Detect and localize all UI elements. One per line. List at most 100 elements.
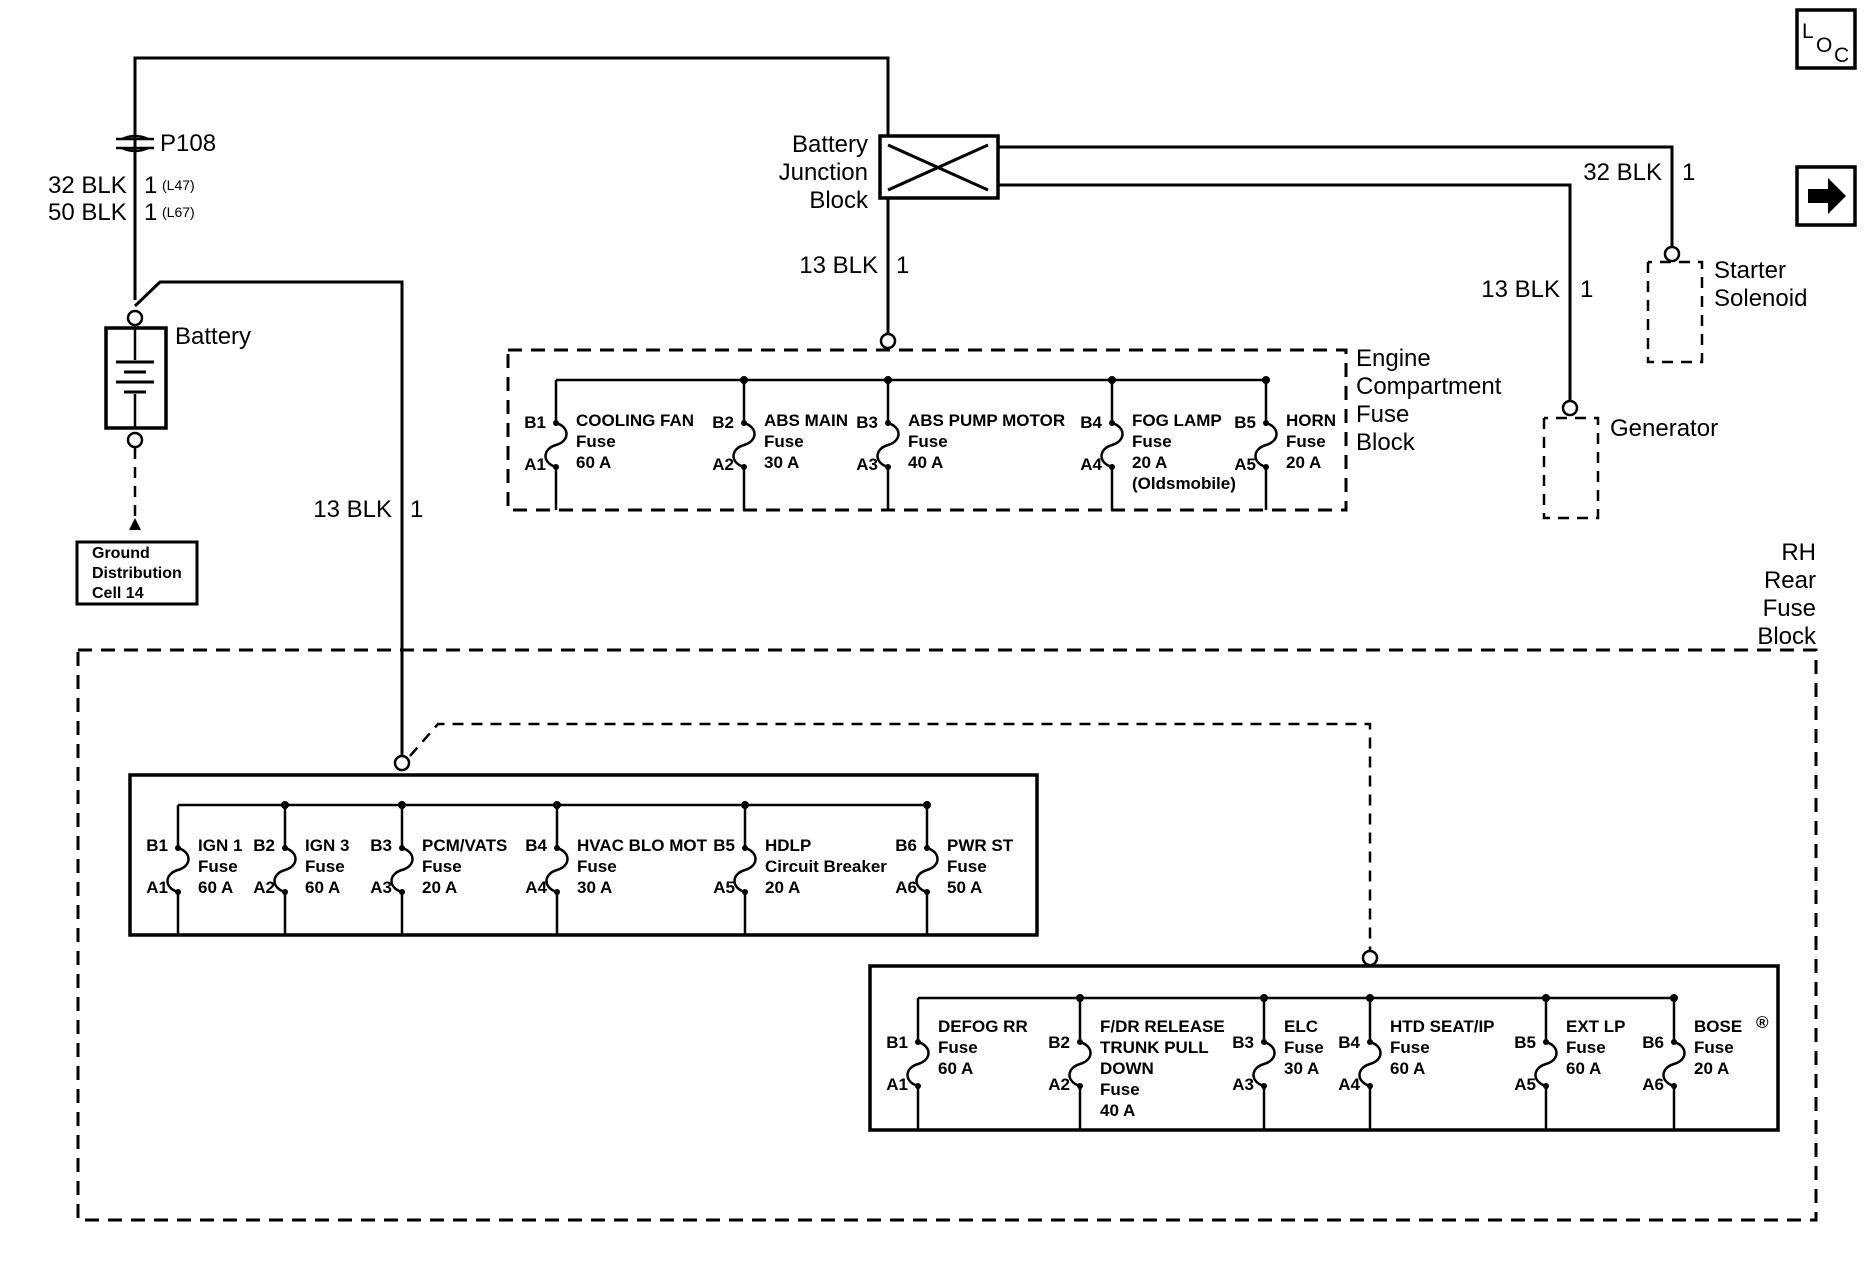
engine-fuse-block-outline [506, 348, 1348, 512]
fuse-rating: 30 A [764, 453, 799, 472]
fuse-hvac-blo-mot-icon [545, 805, 569, 935]
fuse-name: F/DR RELEASE [1100, 1017, 1225, 1036]
fuse-pwr-st-icon [915, 805, 939, 935]
rear-block-line-4: Block [1757, 623, 1817, 650]
fuse-type: Fuse [908, 432, 948, 451]
pin-b: B4 [525, 836, 547, 855]
wire-battery-top [133, 56, 890, 300]
wire-50blk-option: (L67) [162, 204, 195, 220]
loc-icon[interactable]: L O C [1795, 8, 1857, 70]
starter-solenoid-box [1646, 260, 1704, 364]
fuse-pcm-vats-icon [390, 805, 414, 935]
fuse-rating: 60 A [576, 453, 611, 472]
battery-junction-block [878, 134, 1000, 200]
pin-b: B2 [253, 836, 275, 855]
fuse-type: Fuse [577, 857, 617, 876]
right-arrow-icon[interactable] [1795, 165, 1857, 227]
starter-wire-label: 32 BLK [1583, 159, 1662, 186]
fuse-defog-rr-icon [906, 998, 930, 1130]
wire-50blk-pin: 1 [144, 199, 157, 226]
bjb-wire-pin: 1 [896, 252, 909, 279]
generator-wire-pin: 1 [1580, 276, 1593, 303]
fuse-type: Fuse [305, 857, 345, 876]
fuse-rating: 40 A [908, 453, 943, 472]
fuse-name: BOSE [1694, 1017, 1742, 1036]
pin-b: B3 [856, 413, 878, 432]
pin-b: B6 [895, 836, 917, 855]
rear-upper-block [128, 773, 1039, 937]
pin-b: B6 [1642, 1033, 1664, 1052]
fuse-name: PWR ST [947, 836, 1014, 855]
wire-32blk-pin: 1 [144, 172, 157, 199]
fuse-bose-icon [1662, 998, 1686, 1130]
fuse-ext-lp-icon [1534, 998, 1558, 1130]
ground-line-1: Ground [92, 545, 150, 562]
pin-b: B5 [713, 836, 735, 855]
fuse-type: Fuse [1286, 432, 1326, 451]
pin-a: A1 [524, 455, 546, 474]
ground-line-3: Cell 14 [92, 585, 144, 602]
bjb-line-3: Block [809, 187, 869, 214]
p108-label: P108 [160, 130, 216, 157]
fuse-name-2: TRUNK PULL [1100, 1038, 1209, 1057]
fuse-fog-lamp-icon [1100, 380, 1124, 510]
generator-box [1542, 416, 1600, 520]
pin-a: A3 [856, 455, 878, 474]
pin-a: A2 [712, 455, 734, 474]
wire-32blk-option: (L47) [162, 177, 195, 193]
fuse-name: ELC [1284, 1017, 1318, 1036]
pin-b: B1 [146, 836, 168, 855]
starter-wire-pin: 1 [1682, 159, 1695, 186]
fuse-rating: 20 A [1286, 453, 1321, 472]
fuse-rating: 60 A [1390, 1059, 1425, 1078]
fuse-name: HVAC BLO MOT [577, 836, 708, 855]
fuse-horn-icon [1254, 380, 1278, 510]
pin-b: B1 [524, 413, 546, 432]
fuse-abs-main-icon [732, 380, 756, 510]
fuse-rating: 20 A [422, 878, 457, 897]
fuse-name: ABS PUMP MOTOR [908, 411, 1065, 430]
bjb-line-2: Junction [779, 159, 868, 186]
pin-a: A1 [886, 1075, 908, 1094]
fuse-type: Fuse [1694, 1038, 1734, 1057]
pin-a: A4 [1338, 1075, 1360, 1094]
fuse-type: Fuse [1566, 1038, 1606, 1057]
engine-block-line-1: Engine [1356, 345, 1431, 372]
rear-block-line-1: RH [1781, 539, 1816, 566]
fuse-rating: 60 A [938, 1059, 973, 1078]
fuse-type: Fuse [947, 857, 987, 876]
p108-connector [116, 134, 154, 153]
fuse-rating: 20 A [765, 878, 800, 897]
fuse-name: HORN [1286, 411, 1336, 430]
pin-a: A4 [525, 878, 547, 897]
fuse-name-3: DOWN [1100, 1059, 1154, 1078]
pin-b: B5 [1234, 413, 1256, 432]
fuse-hdlp-icon [733, 805, 757, 935]
fuse-name: DEFOG RR [938, 1017, 1028, 1036]
fuse-name: FOG LAMP [1132, 411, 1222, 430]
fuse-ign-1-icon [166, 805, 190, 935]
starter-line-2: Solenoid [1714, 285, 1807, 312]
fuse-name: IGN 3 [305, 836, 349, 855]
rear-block-line-2: Rear [1764, 567, 1816, 594]
fuse-rating: 40 A [1100, 1101, 1135, 1120]
fuse-name: PCM/VATS [422, 836, 507, 855]
registered-mark: ® [1756, 1013, 1769, 1032]
rear-fuse-block-outline [76, 648, 1818, 1222]
pin-a: A2 [253, 878, 275, 897]
fuse-rating: 60 A [305, 878, 340, 897]
wire-generator [998, 183, 1572, 405]
pin-a: A5 [1514, 1075, 1536, 1094]
fuse-type: Fuse [764, 432, 804, 451]
fuse-rating: 30 A [1284, 1059, 1319, 1078]
fuse-ign-3-icon [273, 805, 297, 935]
ground-distribution-box[interactable] [75, 540, 199, 606]
fuse-type: Circuit Breaker [765, 857, 887, 876]
generator-label: Generator [1610, 415, 1718, 442]
fuse-type: Fuse [198, 857, 238, 876]
pin-b: B2 [712, 413, 734, 432]
